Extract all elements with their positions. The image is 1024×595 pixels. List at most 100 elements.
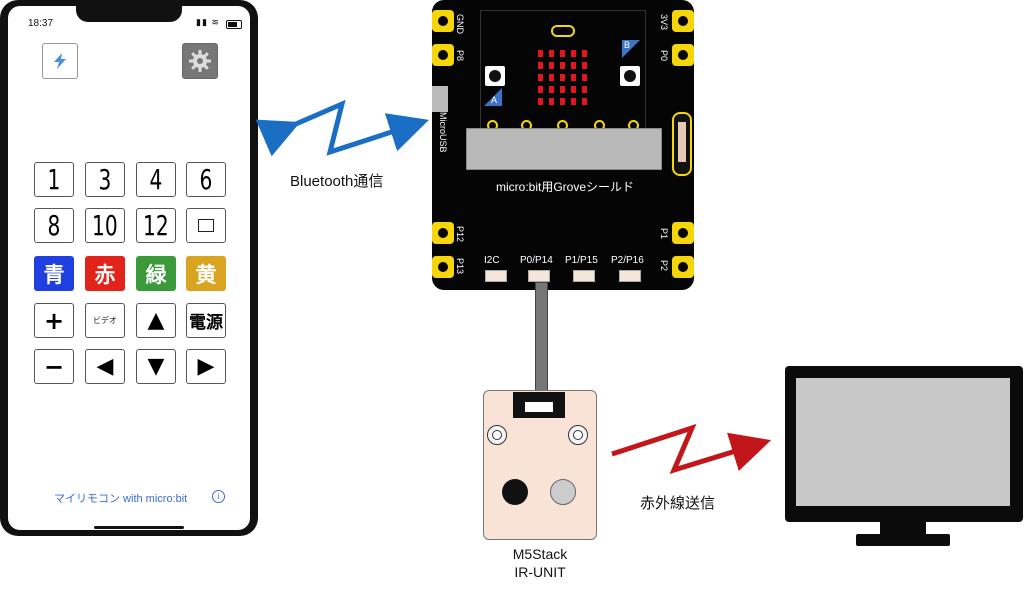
remote-key[interactable]: 1 [34, 162, 74, 197]
pin-label-p12: P12 [455, 226, 465, 243]
led [560, 98, 565, 105]
mount-hole-left [487, 425, 507, 445]
led [560, 62, 565, 69]
led [549, 62, 554, 69]
pin-label-gnd: GND [455, 14, 465, 34]
remote-key[interactable]: + [34, 303, 74, 338]
remote-key-label: 青 [43, 263, 65, 287]
remote-key[interactable]: ▼ [136, 349, 176, 384]
remote-key-label: ▼ [147, 354, 165, 379]
pin-pad-p1 [672, 222, 694, 244]
microbit-button-b[interactable] [620, 66, 640, 86]
remote-key[interactable]: ▶ [186, 349, 226, 384]
pin-pad-p0 [672, 44, 694, 66]
remote-key[interactable]: 赤 [85, 256, 125, 291]
remote-key[interactable]: 10 [85, 208, 125, 243]
microbit-front [480, 10, 646, 132]
mount-hole-right [568, 425, 588, 445]
led [549, 98, 554, 105]
grove-port-p1-p15 [573, 270, 595, 282]
gear-icon [189, 50, 211, 72]
phone-notch [76, 6, 182, 22]
infrared-label: 赤外線送信 [640, 495, 716, 512]
info-icon[interactable]: i [212, 490, 225, 503]
button-a-label: A [491, 95, 498, 105]
microusb-port [432, 86, 448, 112]
remote-key[interactable]: 12 [136, 208, 176, 243]
remote-key[interactable]: 青 [34, 256, 74, 291]
led [571, 74, 576, 81]
remote-key[interactable]: 8 [34, 208, 74, 243]
battery-icon [226, 20, 242, 29]
remote-key-label: ビデオ [93, 316, 117, 325]
led [582, 98, 587, 105]
led [549, 74, 554, 81]
settings-button[interactable] [182, 43, 218, 79]
led [560, 86, 565, 93]
bluetooth-label: Bluetooth通信 [290, 173, 384, 190]
pin-label-p13: P13 [455, 258, 465, 275]
remote-key[interactable]: 黄 [186, 256, 226, 291]
tv-stand-base [856, 534, 950, 546]
remote-key[interactable]: 4 [136, 162, 176, 197]
bluetooth-connect-button[interactable] [42, 43, 78, 79]
remote-key[interactable] [186, 208, 226, 243]
remote-key[interactable]: − [34, 349, 74, 384]
pin-label-3v3: 3V3 [659, 14, 669, 31]
pin-pad-gnd [432, 10, 454, 32]
remote-key-label: 電源 [189, 313, 223, 332]
ir-unit-label-line1: M5Stack [512, 546, 568, 562]
remote-key[interactable]: ◀ [85, 349, 125, 384]
pin-label-p1: P1 [659, 228, 669, 240]
remote-key-label: ▲ [147, 308, 165, 333]
remote-key[interactable]: ビデオ [85, 303, 125, 338]
remote-key-label: 黄 [195, 263, 217, 287]
button-a-marker-icon [484, 88, 502, 106]
remote-key[interactable]: 3 [85, 162, 125, 197]
grove-cable [535, 282, 548, 396]
grove-label-p0-p14: P0/P14 [520, 255, 553, 266]
button-b-marker-icon [622, 40, 640, 58]
remote-key-label: + [43, 306, 65, 335]
remote-key-label: ◀ [96, 354, 114, 379]
led [538, 86, 543, 93]
pin-pad-p13 [432, 256, 454, 278]
remote-key-label: ▶ [197, 354, 215, 379]
remote-key-label: 10 [92, 209, 118, 242]
pin-pad-p8 [432, 44, 454, 66]
pin-pad-p2 [672, 256, 694, 278]
signal-wifi-icon: ▮▮ ≋ [196, 17, 220, 27]
microbit-logo-icon [551, 25, 575, 37]
grove-label-i2c: I2C [484, 255, 500, 266]
led [582, 50, 587, 57]
microbit-button-a[interactable] [485, 66, 505, 86]
remote-key-label: 12 [143, 209, 169, 242]
grove-port-i2c [485, 270, 507, 282]
footer-link[interactable]: マイリモコン with micro:bit [54, 493, 188, 505]
grove-label-p1-p15: P1/P15 [565, 255, 598, 266]
remote-key-label: − [43, 352, 65, 381]
led [571, 62, 576, 69]
remote-key-label: 3 [98, 163, 112, 196]
remote-key[interactable]: 緑 [136, 256, 176, 291]
led [582, 74, 587, 81]
led [582, 86, 587, 93]
pin-pad-3v3 [672, 10, 694, 32]
led [571, 86, 576, 93]
grove-label-p2-p16: P2/P16 [611, 255, 644, 266]
board-title: micro:bit用Groveシールド [495, 180, 635, 194]
led [538, 62, 543, 69]
remote-key[interactable]: ▲ [136, 303, 176, 338]
bluetooth-icon [54, 53, 66, 69]
led [538, 74, 543, 81]
square-icon [198, 219, 214, 232]
pin-label-p2: P2 [659, 260, 669, 272]
remote-key[interactable]: 電源 [186, 303, 226, 338]
remote-key[interactable]: 6 [186, 162, 226, 197]
pin-pad-p12 [432, 222, 454, 244]
edge-connector [466, 128, 662, 170]
button-b-label: B [624, 40, 631, 50]
remote-key-label: 緑 [145, 263, 167, 287]
